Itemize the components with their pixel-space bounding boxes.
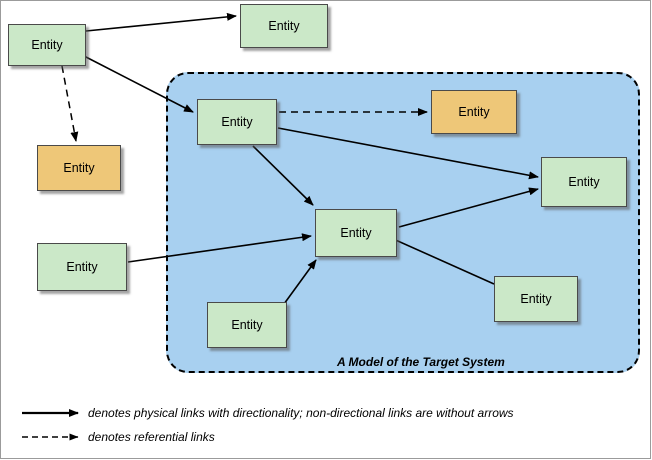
system-boundary-label: A Model of the Target System bbox=[337, 355, 505, 369]
entity-node[interactable]: Entity bbox=[37, 145, 121, 191]
entity-label: Entity bbox=[520, 292, 552, 306]
entity-label: Entity bbox=[340, 226, 372, 240]
entity-node[interactable]: Entity bbox=[8, 24, 86, 66]
entity-label: Entity bbox=[221, 115, 253, 129]
entity-label: Entity bbox=[63, 161, 95, 175]
entity-label: Entity bbox=[231, 318, 263, 332]
entity-node[interactable]: Entity bbox=[207, 302, 287, 348]
entity-node[interactable]: Entity bbox=[494, 276, 578, 322]
link-e1-e3 bbox=[61, 65, 79, 142]
entity-label: Entity bbox=[568, 175, 600, 189]
entity-label: Entity bbox=[458, 105, 490, 119]
entity-label: Entity bbox=[268, 19, 300, 33]
entity-node[interactable]: Entity bbox=[431, 90, 517, 134]
entity-node[interactable]: Entity bbox=[541, 157, 627, 207]
legend-item-referential-links: denotes referential links bbox=[88, 430, 215, 444]
entity-node[interactable]: Entity bbox=[315, 209, 397, 257]
legend-item-physical-links: denotes physical links with directionali… bbox=[88, 406, 514, 420]
entity-node[interactable]: Entity bbox=[240, 4, 328, 48]
entity-label: Entity bbox=[31, 38, 63, 52]
entity-label: Entity bbox=[66, 260, 98, 274]
entity-node[interactable]: Entity bbox=[37, 243, 127, 291]
entity-node[interactable]: Entity bbox=[197, 99, 277, 145]
link-e1-e2 bbox=[85, 12, 237, 32]
